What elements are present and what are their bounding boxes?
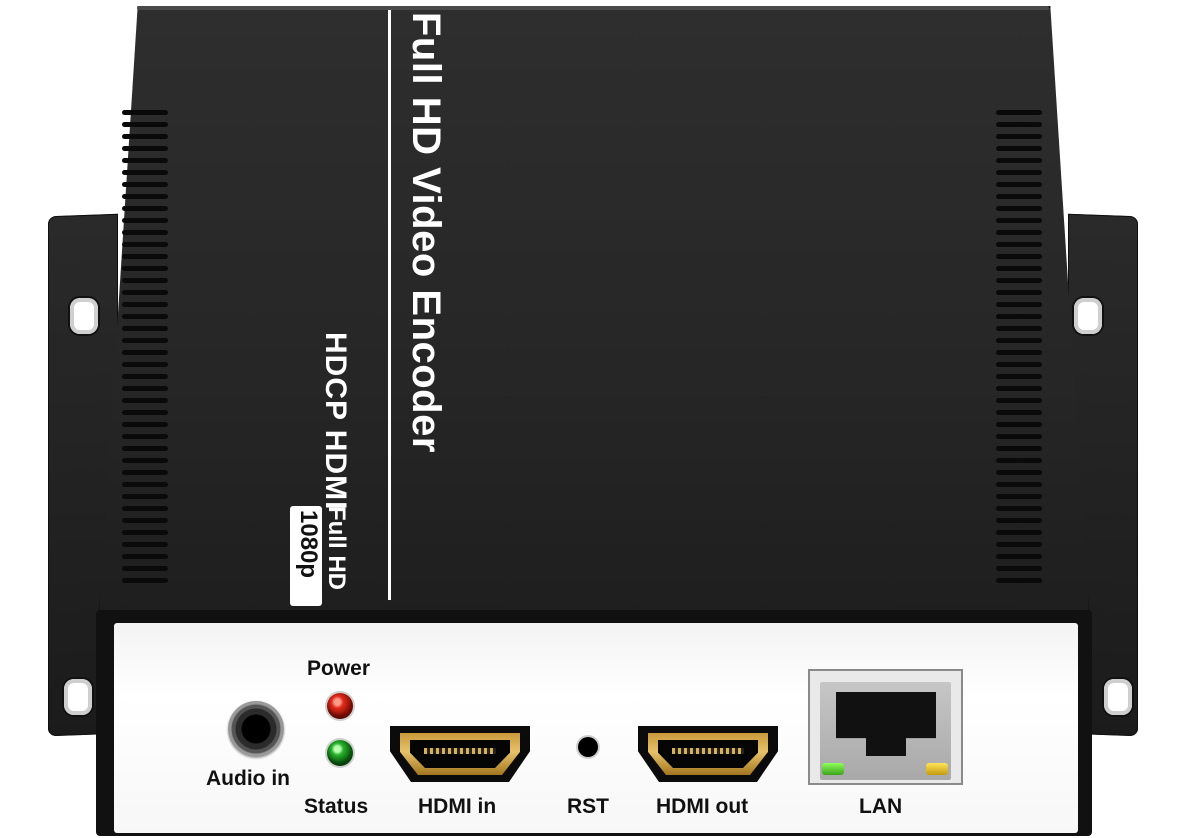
lan-activity-led-icon (926, 763, 948, 775)
left-vent-grille (122, 110, 168, 583)
power-led-icon (327, 693, 353, 719)
right-vent-grille (996, 110, 1042, 583)
hdmi-in-socket (410, 740, 510, 768)
hdmi-out-socket (658, 740, 758, 768)
reset-button-hole (578, 737, 598, 757)
resolution-badge (290, 506, 322, 606)
rst-label: RST (567, 795, 609, 818)
chassis-edge-highlight (137, 6, 1049, 10)
mount-hole-icon (1104, 679, 1132, 715)
full-hd-label: Full HD (323, 506, 350, 590)
hdmi-in-pins (424, 748, 496, 754)
audio-jack-icon (228, 701, 284, 757)
resolution-badge-label: 1080p (295, 510, 322, 579)
top-divider-line (388, 10, 391, 600)
product-title: Full HD Video Encoder (404, 12, 448, 453)
mount-hole-icon (70, 298, 98, 334)
hdmi-out-pins (672, 748, 744, 754)
status-led-icon (327, 740, 353, 766)
lan-label: LAN (859, 795, 903, 818)
audio-in-label: Audio in (206, 767, 290, 790)
product-subtitle: HDCP HDMI (319, 332, 352, 511)
hdmi-in-label: HDMI in (418, 795, 497, 818)
encoder-chassis-top (98, 6, 1090, 626)
lan-link-led-icon (822, 763, 844, 775)
hdmi-out-label: HDMI out (656, 795, 749, 818)
mount-hole-icon (64, 679, 92, 715)
mount-hole-icon (1074, 298, 1102, 334)
status-label: Status (304, 795, 369, 818)
power-label: Power (307, 657, 371, 680)
